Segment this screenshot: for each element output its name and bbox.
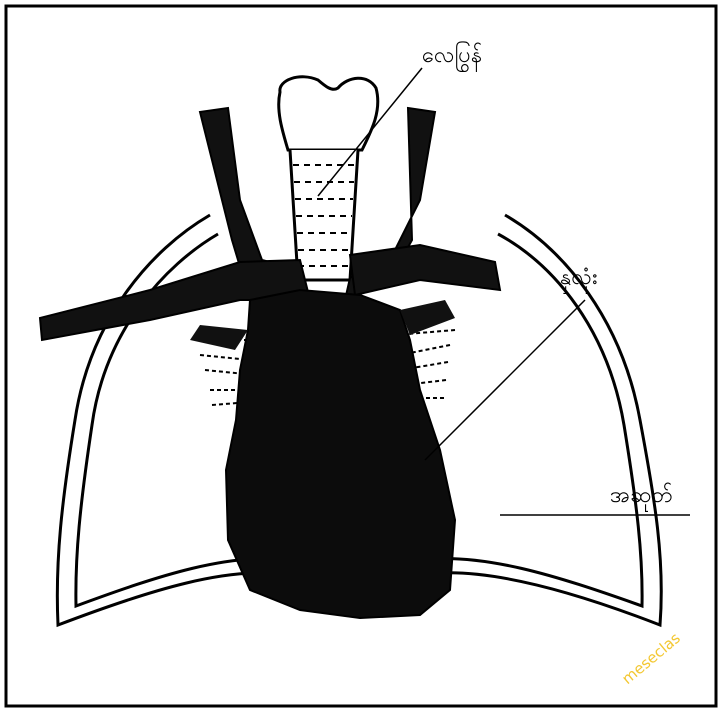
heart bbox=[190, 290, 455, 618]
heart-leader bbox=[425, 300, 585, 460]
trachea-label: လေပြွန် bbox=[422, 40, 482, 73]
trachea bbox=[279, 77, 378, 280]
lung-label: အဆုတ် bbox=[610, 480, 673, 513]
heart-label: နှလုံး bbox=[560, 262, 598, 295]
